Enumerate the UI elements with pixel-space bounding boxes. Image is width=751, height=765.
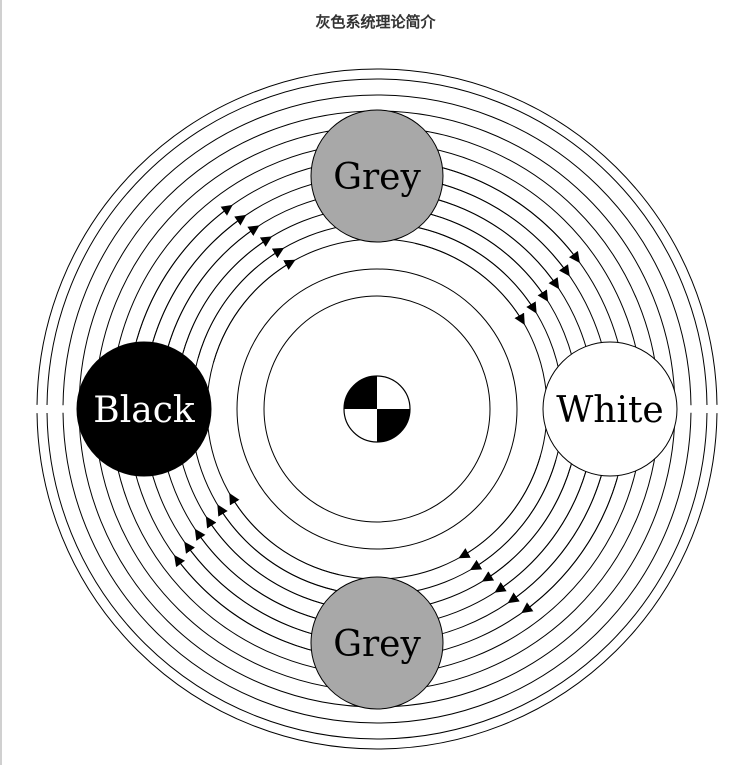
- grey-top-to-white-arrow-2: [418, 227, 537, 314]
- black-to-grey-top-arrow-3: [182, 236, 273, 354]
- white-circle: [542, 341, 678, 477]
- grey-bottom-label: Grey: [333, 624, 421, 665]
- black-label: Black: [93, 390, 196, 431]
- grey-top-label: Grey: [333, 157, 421, 198]
- black-to-grey-top-arrow-5: [151, 214, 247, 345]
- inner-ring-1: [263, 295, 491, 523]
- grey-bottom-circle: [310, 576, 444, 710]
- grey-top-to-white-arrow-6: [433, 164, 580, 263]
- white-to-grey-bottom-arrow-4: [494, 468, 588, 593]
- center-quadrant-top-left: [344, 376, 377, 409]
- black-to-grey-top-arrow-6: [136, 204, 233, 341]
- grey-bottom-to-black-arrow-5: [184, 541, 325, 638]
- white-to-grey-bottom-arrow-1: [458, 455, 541, 559]
- grey-bottom-to-black-arrow-2: [217, 504, 336, 591]
- black-circle: [76, 341, 212, 477]
- orbit-ring-11: [46, 78, 708, 740]
- orbit-ring-10: [62, 94, 692, 724]
- white-label: White: [556, 390, 663, 431]
- grey-bottom-to-black-arrow-3: [205, 516, 332, 607]
- white-to-grey-bottom-arrow-2: [469, 460, 557, 571]
- left-border: [0, 0, 2, 765]
- node-white: White: [542, 341, 678, 477]
- flow-arrows: [136, 164, 618, 654]
- inner-ring-2: [236, 268, 518, 550]
- grey-top-to-white-arrow-1: [415, 242, 525, 325]
- white-to-grey-bottom-arrow-6: [521, 477, 618, 614]
- grey-bottom-to-black-arrow-1: [229, 493, 339, 576]
- grey-top-to-white-arrow-4: [425, 196, 560, 290]
- grey-bottom-to-black-arrow-6: [174, 555, 321, 654]
- white-to-grey-bottom-arrow-5: [507, 473, 603, 604]
- center-symbol: [343, 375, 411, 443]
- node-grey-bottom: Grey: [310, 576, 444, 710]
- grey-top-to-white-arrow-5: [429, 180, 570, 277]
- black-to-grey-top-arrow-1: [213, 259, 296, 363]
- orbit-ring-12: [36, 68, 718, 750]
- node-black: Black: [76, 341, 212, 477]
- white-to-grey-bottom-arrow-3: [481, 464, 572, 582]
- black-to-grey-top-arrow-2: [197, 247, 285, 358]
- grey-top-circle: [310, 109, 444, 243]
- grey-top-to-white-arrow-3: [422, 211, 549, 302]
- center-quadrant-bottom-right: [377, 409, 410, 442]
- grey-bottom-to-black-arrow-4: [194, 528, 329, 622]
- black-to-grey-top-arrow-4: [166, 225, 260, 350]
- node-grey-top: Grey: [310, 109, 444, 243]
- page-title: 灰色系统理论简介: [315, 13, 436, 31]
